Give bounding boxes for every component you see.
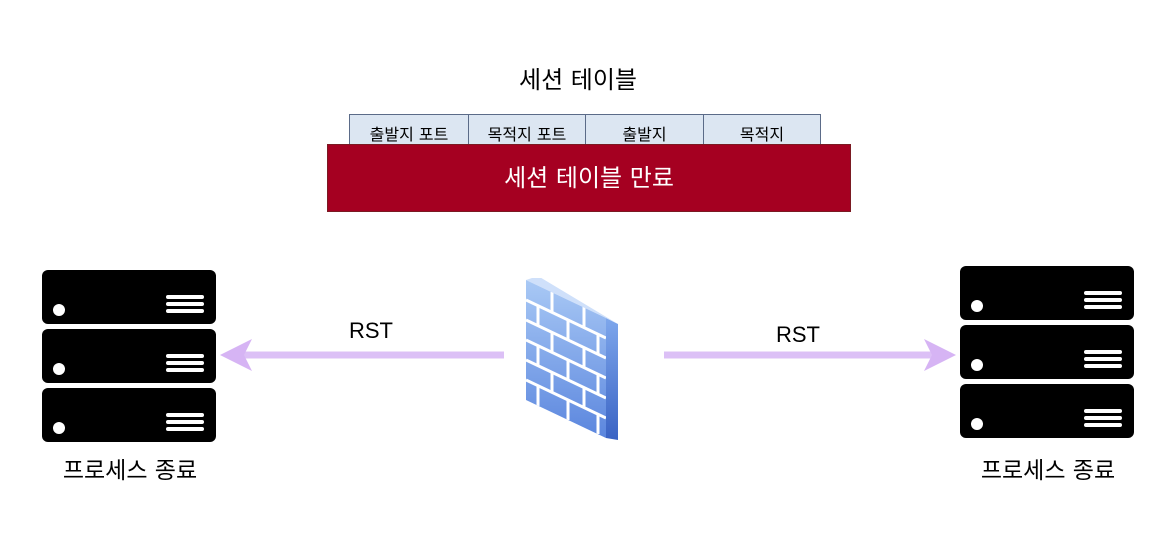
right-server-label: 프로세스 종료: [980, 458, 1116, 484]
rst-label-left: RST: [349, 318, 393, 343]
column-header-destination: 목적지: [739, 125, 785, 144]
left-server-label: 프로세스 종료: [62, 458, 198, 484]
server-unit: [960, 266, 1134, 320]
server-unit: [960, 325, 1134, 379]
server-unit: [42, 329, 216, 383]
server-unit: [42, 388, 216, 442]
server-rack-icon: [960, 266, 1134, 438]
session-expired-banner: 세션 테이블 만료: [327, 144, 851, 212]
column-header-dest-port: 목적지 포트: [469, 115, 586, 145]
server-unit: [42, 270, 216, 324]
rst-label-right: RST: [776, 322, 820, 347]
server-unit: [960, 384, 1134, 438]
session-table-title: 세션 테이블: [518, 66, 638, 94]
rst-arrow-right: [664, 339, 956, 371]
column-header-source-port: 출발지 포트: [350, 115, 469, 145]
column-header-source: 출발지: [586, 115, 704, 145]
rst-arrow-left: [220, 339, 504, 371]
server-rack-icon: [42, 270, 216, 442]
firewall-icon: [526, 278, 618, 440]
